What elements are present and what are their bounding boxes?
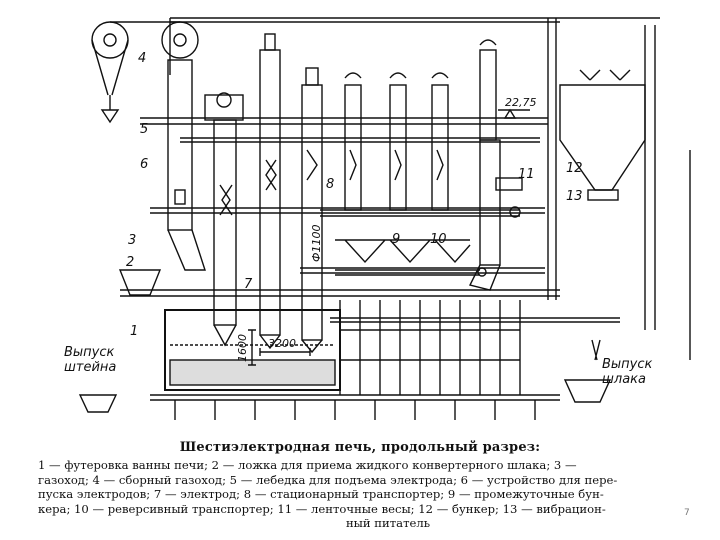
label-matte-tap-2: штейна	[64, 360, 116, 375]
label-4: 4	[138, 51, 146, 66]
label-level: 22,75	[505, 96, 537, 109]
charging-floor	[150, 207, 545, 274]
electrode-2	[259, 49, 281, 336]
vibrating-feeder	[587, 189, 619, 201]
caption-body: 1 — футеровка ванны печи; 2 — ложка для …	[38, 458, 678, 531]
belt-scales	[495, 177, 523, 191]
label-1: 1	[130, 324, 138, 339]
pulley-left	[91, 21, 129, 59]
electrode-1	[213, 119, 237, 326]
intermediate-bunkers	[335, 239, 471, 264]
label-13: 13	[566, 189, 583, 204]
caption-line: пуска электродов; 7 — электрод; 8 — стац…	[38, 487, 604, 501]
label-dim-height: 1600	[236, 334, 249, 362]
building-frame	[169, 17, 691, 360]
caption-line: газоход; 4 — сборный газоход; 5 — лебедк…	[38, 472, 618, 487]
upper-floor	[140, 117, 548, 143]
gas-duct-right	[479, 139, 501, 266]
label-3: 3	[128, 233, 136, 248]
gas-duct-left	[167, 59, 193, 231]
dim-height-line	[248, 329, 256, 366]
label-12: 12	[566, 161, 583, 176]
slag-spoon	[118, 269, 162, 296]
label-dim-width: 3200	[268, 337, 296, 350]
label-11: 11	[518, 167, 535, 182]
label-diameter: Ф1100	[310, 225, 323, 262]
label-slag-tap-1: Выпуск	[602, 357, 653, 372]
reversible-conveyor	[335, 269, 480, 276]
caption-line: кера; 10 — реверсивный транспортер; 11 —…	[38, 501, 606, 516]
furnace-cross-section-drawing: 1 2 3 4 5 6 7 8 9 10 11 12 13 22,75 Ф110…	[64, 17, 691, 420]
slag-ladle	[563, 379, 612, 403]
label-5: 5	[140, 122, 148, 137]
label-8: 8	[326, 177, 334, 192]
matte-ladle	[78, 394, 118, 413]
caption-title: Шестиэлектродная печь, продольный разрез…	[179, 440, 541, 455]
dim-width-line	[259, 348, 311, 356]
lower-floor	[120, 289, 620, 323]
label-6: 6	[140, 157, 148, 172]
label-2: 2	[126, 255, 134, 270]
label-matte-tap-1: Выпуск	[64, 345, 115, 360]
pulley-right	[161, 21, 199, 59]
label-slag-tap-2: шлака	[602, 372, 646, 387]
slipping-device	[219, 149, 318, 216]
label-7: 7	[244, 277, 253, 292]
caption-line: ный питатель	[345, 516, 431, 530]
page-number: 7	[684, 508, 690, 518]
label-10: 10	[430, 232, 447, 247]
label-9: 9	[392, 232, 400, 247]
caption-line: 1 — футеровка ванны печи; 2 — ложка для …	[38, 458, 577, 472]
stationary-conveyor	[320, 209, 520, 217]
level-marker	[498, 108, 530, 119]
